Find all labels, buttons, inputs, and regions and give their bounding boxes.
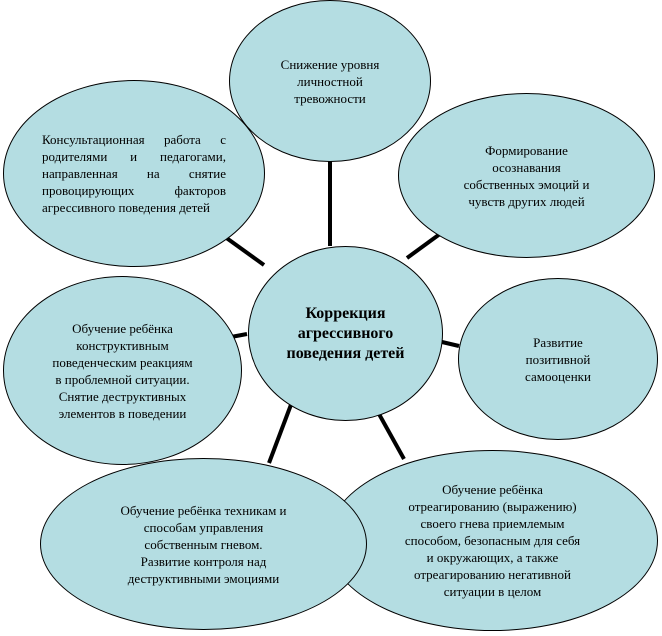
node-anxiety-reduction-text: Снижение уровня личностной тревожности [280, 56, 380, 106]
node-anger-control-text: Обучение ребёнка техникам и способам упр… [120, 502, 287, 586]
connector-self-esteem [441, 340, 460, 348]
connector-anger-control [267, 401, 294, 464]
connector-expression [377, 413, 406, 460]
node-anger-control: Обучение ребёнка техникам и способам упр… [40, 458, 367, 630]
node-consultation-text: Консультационная работа с родителями и п… [42, 132, 226, 215]
node-constructive-reactions-text: Обучение ребёнка конструктивным поведенч… [52, 320, 193, 421]
node-anger-expression: Обучение ребёнка отреагированию (выражен… [327, 450, 658, 631]
node-anger-expression-text: Обучение ребёнка отреагированию (выражен… [404, 482, 581, 599]
center-node-text: Коррекция агрессивного поведения детей [286, 304, 405, 362]
node-anxiety-reduction: Снижение уровня личностной тревожности [229, 0, 431, 162]
node-self-esteem-text: Развитие позитивной самооценки [525, 334, 591, 384]
node-self-esteem: Развитие позитивной самооценки [458, 278, 658, 440]
node-constructive-reactions: Обучение ребёнка конструктивным поведенч… [3, 276, 242, 465]
node-emotion-awareness: Формирование осознавания собственных эмо… [398, 93, 655, 258]
node-consultation: Консультационная работа с родителями и п… [3, 80, 265, 267]
center-node: Коррекция агрессивного поведения детей [248, 246, 443, 421]
node-emotion-awareness-text: Формирование осознавания собственных эмо… [463, 142, 590, 209]
